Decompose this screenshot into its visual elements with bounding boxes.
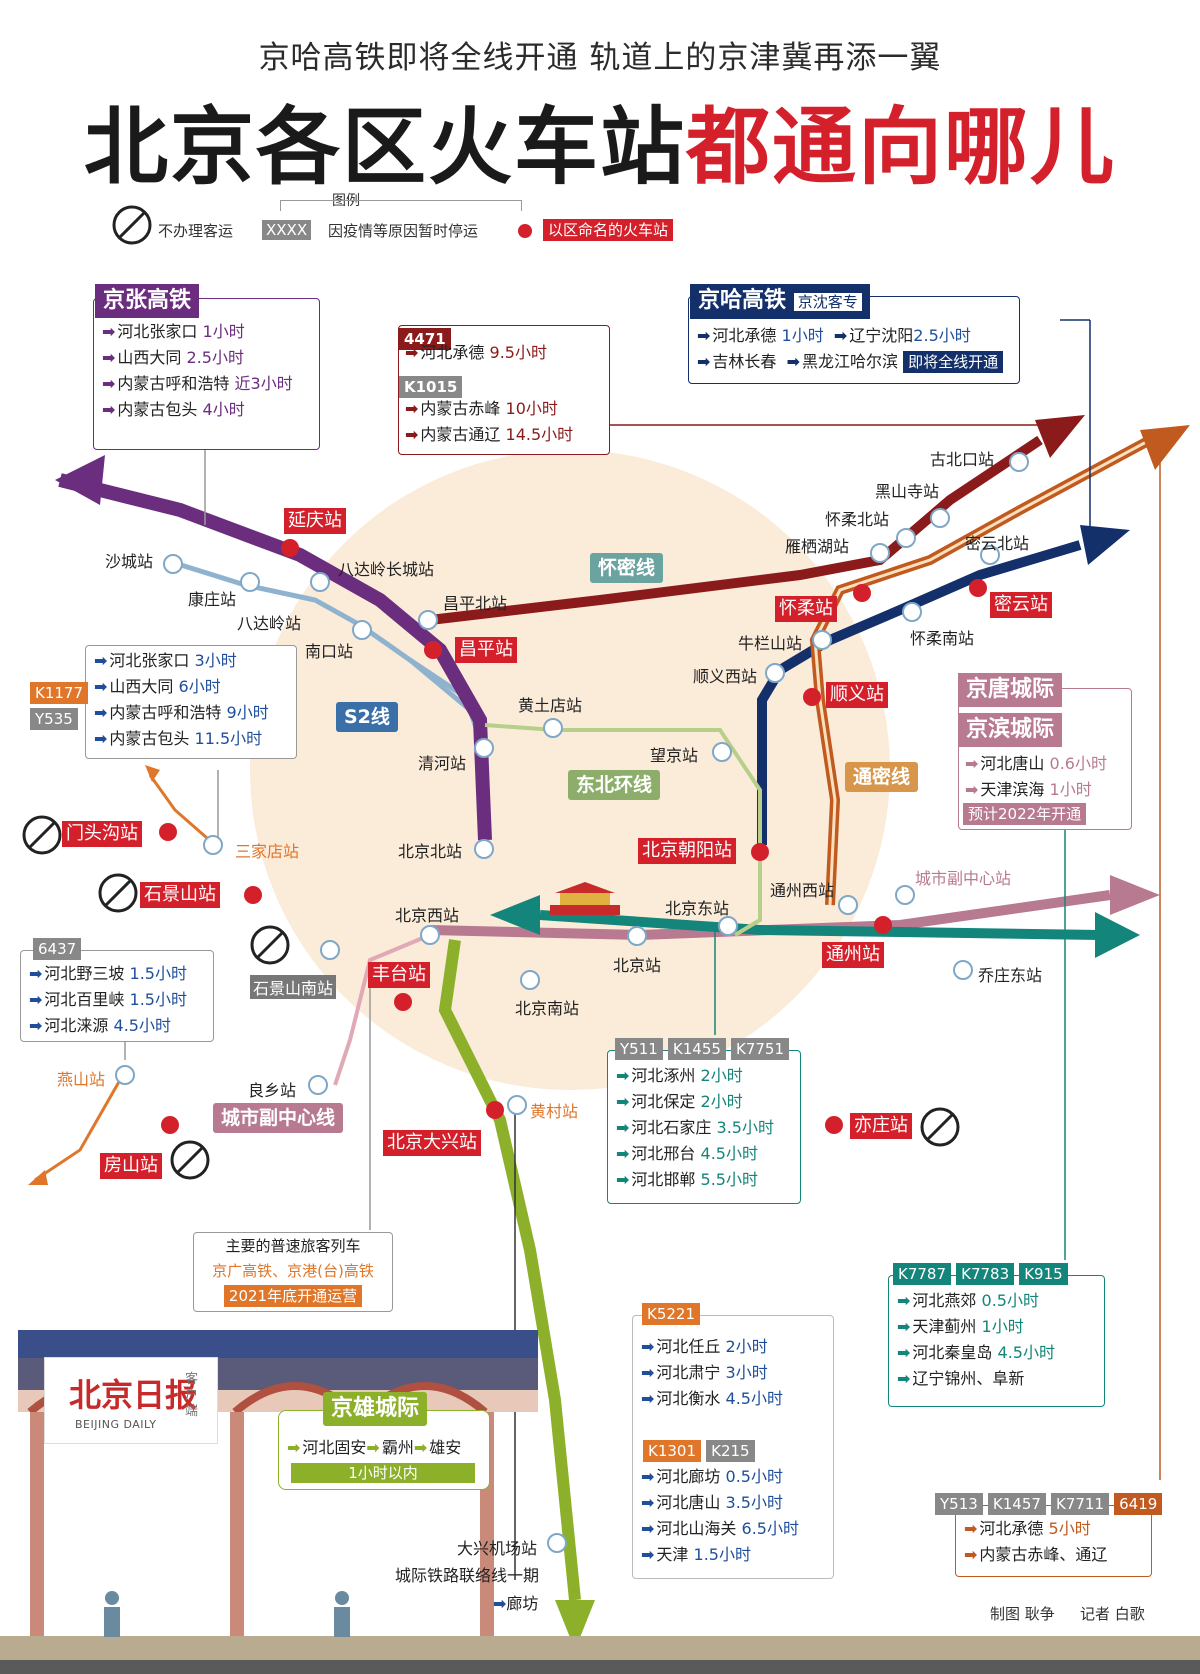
line-fuzhongxin: 城市副中心线	[213, 1103, 344, 1133]
subtitle: 京哈高铁即将全线开通 轨道上的京津冀再添一翼	[258, 40, 942, 76]
red-station-chaoyang: 北京朝阳站	[638, 838, 736, 864]
legend-district: 以区命名的火车站	[543, 219, 674, 241]
red-station-changping: 昌平站	[455, 637, 517, 663]
k7787-tags: K7787 K7783 K915	[893, 1263, 1068, 1285]
credit-reporter: 记者 白歌	[1080, 1605, 1145, 1623]
red-station-huairou: 怀柔站	[775, 596, 837, 622]
red-station-fengtai: 丰台站	[368, 962, 430, 988]
red-station-yizhuang: 亦庄站	[850, 1113, 912, 1139]
red-station-shijingshan: 石景山站	[140, 882, 220, 908]
station-changpingbei: 昌平北站	[443, 594, 508, 613]
legend-suspended: 因疫情等原因暂时停运	[328, 222, 479, 240]
station-heishansi: 黑山寺站	[875, 482, 940, 501]
station-shunyixi: 顺义西站	[693, 667, 758, 686]
station-huairoubei: 怀柔北站	[825, 510, 890, 529]
k1177-tag: K1177	[30, 682, 89, 704]
y513-tags: Y513 K1457 K7711 6419	[935, 1493, 1163, 1515]
station-shacheng: 沙城站	[105, 552, 154, 571]
putong-box: 主要的普速旅客列车 京广高铁、京港(台)高铁 2021年底开通运营	[193, 1232, 393, 1312]
jingbin-title: 京滨城际	[958, 713, 1063, 747]
station-beijingnan: 北京南站	[515, 999, 580, 1018]
station-qinghe: 清河站	[418, 754, 467, 773]
station-tongzhouxi: 通州西站	[770, 881, 835, 900]
legend-no-service: 不办理客运	[158, 222, 234, 240]
y511-box: ➡河北涿州 2小时 ➡河北保定 2小时 ➡河北石家庄 3.5小时 ➡河北邢台 4…	[607, 1050, 801, 1204]
y513-box: ➡河北承德 5小时 ➡内蒙古赤峰、通辽	[955, 1505, 1152, 1577]
jingha-title: 京哈高铁 京沈客专	[690, 284, 870, 319]
station-miyunbei: 密云北站	[965, 534, 1030, 553]
station-yanshan: 燕山站	[57, 1070, 106, 1089]
station-huairounan: 怀柔南站	[910, 629, 975, 648]
station-langfang: ➡廊坊	[493, 1594, 539, 1613]
k5221-box: ➡河北任丘 2小时 ➡河北肃宁 3小时 ➡河北衡水 4.5小时 K1301 K2…	[632, 1315, 834, 1579]
station-connect-line: 城际铁路联络线一期	[395, 1566, 540, 1585]
red-station-shunyi: 顺义站	[826, 682, 888, 708]
station-beijingbei: 北京北站	[398, 842, 463, 861]
jingtang-box: ➡河北唐山 0.6小时 ➡天津滨海 1小时 预计2022年开通	[958, 688, 1132, 830]
station-huangtudian: 黄土店站	[518, 696, 583, 715]
jingxiong-title: 京雄城际	[323, 1392, 428, 1426]
jingzhang-title: 京张高铁	[95, 284, 200, 318]
station-fuzhongxin: 城市副中心站	[915, 869, 1012, 888]
red-station-yanqing: 延庆站	[284, 508, 346, 534]
station-yanqihu: 雁栖湖站	[785, 537, 850, 556]
jingzhang-box: ➡河北张家口 1小时 ➡山西大同 2.5小时 ➡内蒙古呼和浩特 近3小时 ➡内蒙…	[93, 298, 320, 450]
y535-tag: Y535	[30, 708, 78, 730]
station-gubeikou: 古北口站	[930, 450, 995, 469]
legend-title: 图例	[332, 193, 360, 209]
brand-logo: 北京日报 客户端 BEIJING DAILY	[44, 1357, 218, 1444]
station-beijing: 北京站	[613, 956, 662, 975]
line-tongmi: 通密线	[845, 762, 919, 792]
y511-tags: Y511 K1455 K7751	[615, 1038, 790, 1060]
line-s2: S2线	[336, 702, 398, 732]
station-liangxiang: 良乡站	[248, 1081, 297, 1100]
station-shijingshannan: 石景山南站	[250, 975, 337, 999]
huaimi-line	[429, 435, 1043, 625]
station-niulanshan: 牛栏山站	[738, 634, 803, 653]
red-station-tongzhou: 通州站	[822, 942, 884, 968]
no-service-icon	[22, 205, 960, 1180]
line-huaimi: 怀密线	[590, 553, 664, 583]
station-qiaozhuangdong: 乔庄东站	[978, 966, 1043, 985]
tag-6437: 6437	[33, 938, 82, 960]
tiananmen-icon	[550, 882, 620, 915]
red-station-miyun: 密云站	[990, 592, 1052, 618]
box-4471: 4471 ➡河北承德 9.5小时 K1015 ➡内蒙古赤峰 10小时 ➡内蒙古通…	[398, 325, 610, 455]
station-wangjing: 望京站	[650, 746, 699, 765]
main-title: 北京各区火车站都通向哪儿	[83, 98, 1117, 196]
station-sanjiadian: 三家店站	[235, 842, 300, 861]
red-station-daxing: 北京大兴站	[383, 1130, 481, 1156]
red-station-fangshan: 房山站	[100, 1153, 162, 1179]
station-nankou: 南口站	[305, 642, 354, 661]
legend-suspended-sample: XXXX	[262, 220, 312, 240]
k1177-box: ➡河北张家口 3小时 ➡山西大同 6小时 ➡内蒙古呼和浩特 9小时 ➡内蒙古包头…	[85, 645, 297, 759]
credit-map: 制图 耿争	[990, 1605, 1055, 1623]
station-huangcun: 黄村站	[530, 1102, 579, 1121]
line-dongbei: 东北环线	[568, 770, 661, 800]
k7787-box: ➡河北燕郊 0.5小时 ➡天津蓟州 1小时 ➡河北秦皇岛 4.5小时 ➡辽宁锦州…	[888, 1275, 1105, 1407]
red-station-mentougou: 门头沟站	[62, 821, 142, 847]
station-badaling-greatwall: 八达岭长城站	[338, 560, 435, 579]
station-daxing-airport: 大兴机场站	[457, 1539, 538, 1558]
station-beijingxi: 北京西站	[395, 906, 460, 925]
station-beijingdong: 北京东站	[665, 899, 730, 918]
jingzhang-line	[58, 473, 492, 841]
station-badaling: 八达岭站	[237, 614, 302, 633]
k5221-tag: K5221	[642, 1303, 701, 1325]
station-kangzhuang: 康庄站	[188, 590, 237, 609]
jingtang-title: 京唐城际	[958, 673, 1063, 707]
teal-line	[539, 910, 1101, 940]
box-6437: ➡河北野三坡 1.5小时 ➡河北百里峡 1.5小时 ➡河北涞源 4.5小时	[20, 950, 214, 1042]
